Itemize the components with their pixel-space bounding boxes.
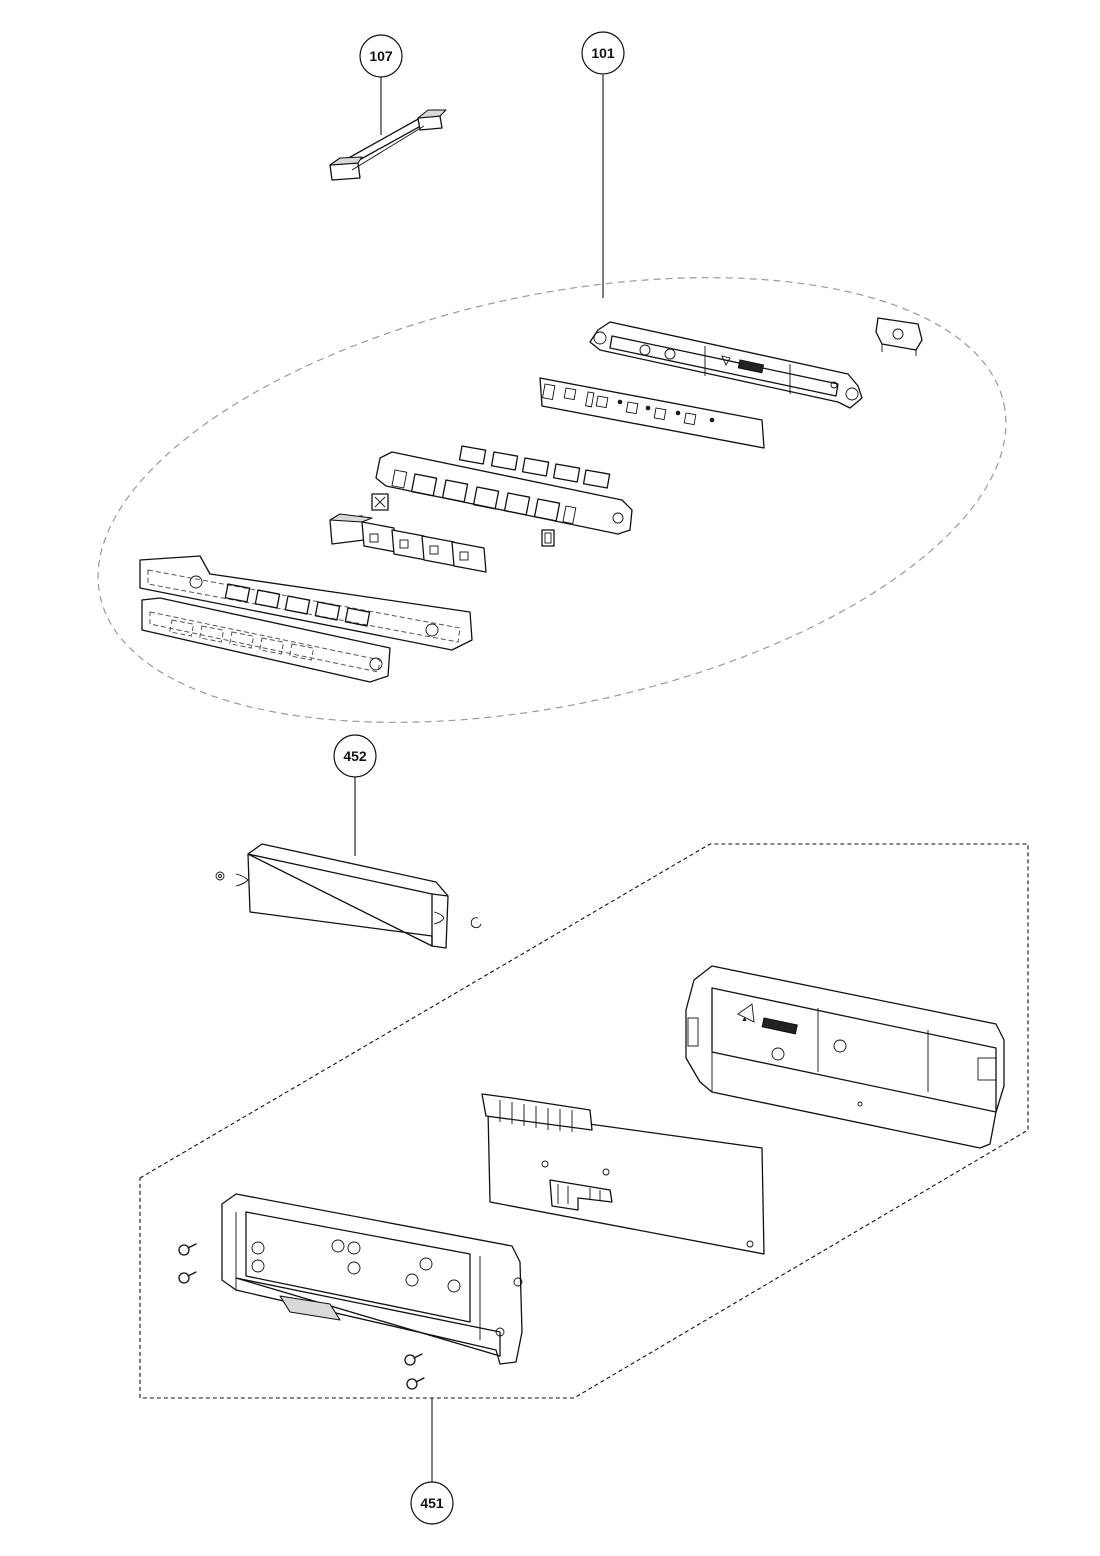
part-single-key-left: [371, 493, 389, 511]
callout-101-label: 101: [591, 45, 615, 61]
part-key-button-row: [329, 513, 487, 573]
callout-107[interactable]: 107: [359, 34, 403, 135]
callout-451-label: 451: [420, 1495, 444, 1511]
part-452-cover: [215, 843, 482, 949]
part-front-bezel: [375, 451, 633, 535]
screw-1: [178, 1243, 197, 1256]
callout-452[interactable]: 452: [333, 734, 377, 856]
screw-2: [178, 1271, 197, 1284]
assembly-451-group-outline: [139, 843, 1029, 1399]
callout-451[interactable]: 451: [410, 1398, 454, 1525]
part-clip: [875, 317, 923, 356]
part-main-pcb: [481, 1093, 765, 1255]
screw-4: [406, 1377, 425, 1390]
part-control-housing-upper: [589, 321, 863, 409]
part-107-flat-cable: [329, 109, 447, 181]
part-rear-housing: ▲: [685, 965, 1005, 1149]
part-front-housing: [221, 1193, 523, 1365]
part-trim-strip: [139, 555, 473, 683]
assembly-101-group-outline: [97, 277, 1007, 723]
callout-452-label: 452: [343, 748, 367, 764]
svg-text:▲: ▲: [741, 1016, 748, 1023]
screw-3: [404, 1353, 423, 1366]
part-key-tops-small: [458, 445, 611, 489]
callout-101[interactable]: 101: [581, 31, 625, 298]
part-single-key-right: [541, 529, 555, 547]
callout-107-label: 107: [369, 48, 393, 64]
part-display-board: [539, 377, 765, 449]
